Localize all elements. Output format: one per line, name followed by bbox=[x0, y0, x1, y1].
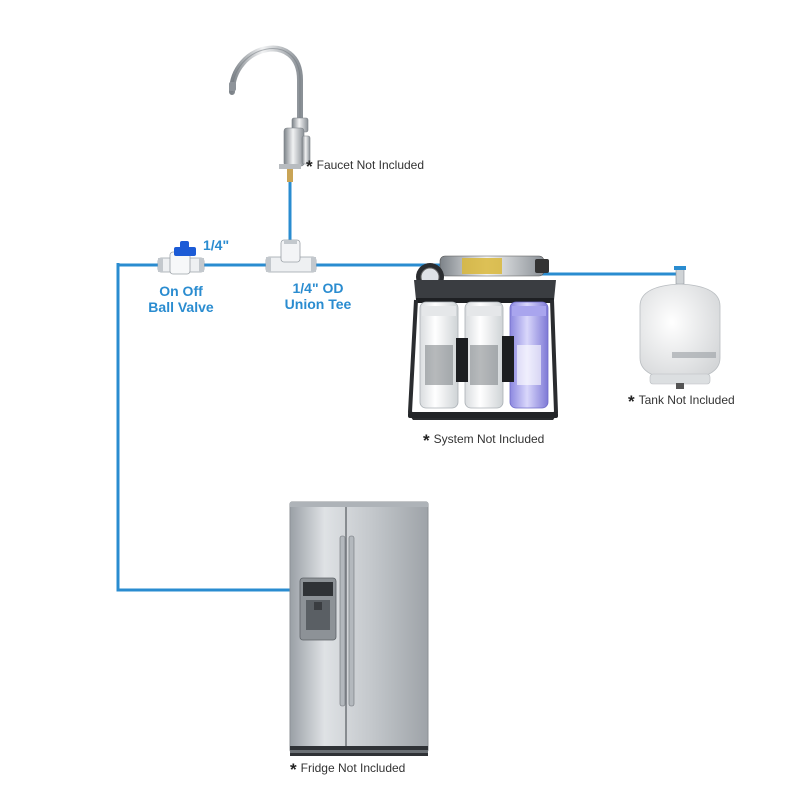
star-icon: * bbox=[306, 157, 313, 176]
system-note-text: System Not Included bbox=[433, 432, 545, 446]
union-tee-label-line2: Union Tee bbox=[284, 296, 352, 312]
star-icon: * bbox=[423, 431, 430, 450]
ball-valve-label: On Off Ball Valve bbox=[136, 283, 226, 315]
union-tee-label: 1/4" OD Union Tee bbox=[268, 280, 368, 312]
star-icon: * bbox=[290, 760, 297, 779]
fridge-note: *Fridge Not Included bbox=[290, 760, 405, 780]
faucet-note-text: Faucet Not Included bbox=[316, 158, 425, 172]
fridge-icon bbox=[289, 501, 429, 756]
fridge-note-text: Fridge Not Included bbox=[300, 761, 406, 775]
ball-valve-icon bbox=[157, 241, 205, 275]
valve-size-label: 1/4" bbox=[203, 237, 230, 253]
tank-note-text: Tank Not Included bbox=[638, 393, 735, 407]
tank-note: *Tank Not Included bbox=[628, 392, 735, 412]
ro-system-icon bbox=[407, 255, 559, 420]
system-note: *System Not Included bbox=[423, 431, 544, 451]
union-tee-label-line1: 1/4" OD bbox=[292, 280, 344, 296]
faucet-icon bbox=[229, 45, 311, 182]
ball-valve-label-line1: On Off bbox=[159, 283, 203, 299]
fridge-line bbox=[116, 263, 292, 592]
tank-line bbox=[540, 272, 682, 282]
faucet-note: *Faucet Not Included bbox=[306, 157, 424, 177]
ball-valve-label-line2: Ball Valve bbox=[148, 299, 214, 315]
tank-icon bbox=[639, 266, 721, 389]
star-icon: * bbox=[628, 392, 635, 411]
union-tee-icon bbox=[265, 239, 317, 273]
